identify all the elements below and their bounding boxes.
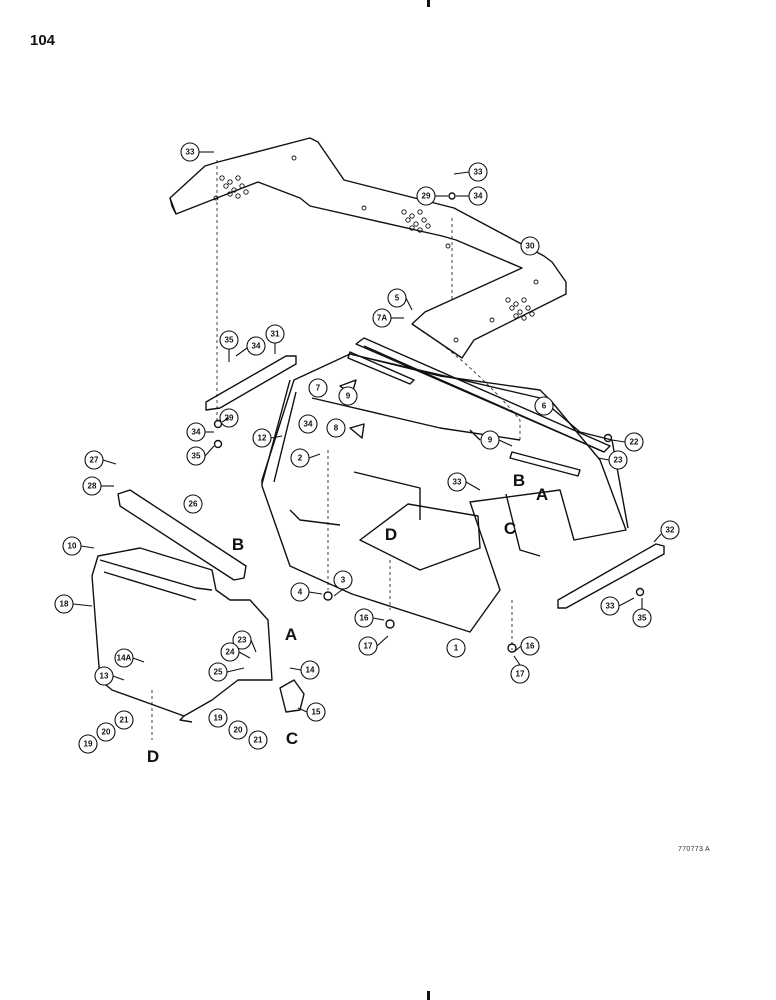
callout-17-a: 17 — [364, 642, 373, 651]
callout-21-a: 21 — [120, 716, 129, 725]
ref-letter-b-bracket: B — [232, 535, 244, 554]
callout-1: 1 — [454, 644, 459, 653]
ref-letter-a-panel: A — [285, 625, 297, 644]
callout-32: 32 — [666, 526, 675, 535]
callout-8: 8 — [334, 424, 339, 433]
bracket-32 — [557, 543, 665, 609]
callout-20-a: 20 — [102, 728, 111, 737]
top-crop-mark — [427, 0, 430, 7]
callout-14a: 14A — [117, 654, 132, 663]
callout-13: 13 — [100, 672, 109, 681]
callout-6: 6 — [542, 402, 547, 411]
callout-21-b: 21 — [254, 736, 263, 745]
callout-17-b: 17 — [516, 670, 525, 679]
callout-2: 2 — [298, 454, 303, 463]
ref-letter-c-frame: C — [504, 519, 516, 538]
ref-letter-d-frame: D — [385, 525, 397, 544]
figure-reference-code: 770773 A — [678, 846, 710, 853]
callout-31: 31 — [271, 330, 280, 339]
callout-34-c: 34 — [192, 428, 201, 437]
callout-33-b: 33 — [474, 168, 483, 177]
callout-23-b: 23 — [238, 636, 247, 645]
callout-7: 7 — [316, 384, 321, 393]
callout-27: 27 — [90, 456, 99, 465]
callout-7a: 7A — [377, 314, 387, 323]
callout-4: 4 — [298, 588, 303, 597]
callout-12: 12 — [258, 434, 267, 443]
ref-letter-d-panel: D — [147, 747, 159, 766]
callout-9-a: 9 — [346, 392, 351, 401]
callout-29-a: 29 — [422, 192, 431, 201]
callout-30: 30 — [526, 242, 535, 251]
callout-35-c: 35 — [638, 614, 647, 623]
callout-28: 28 — [88, 482, 97, 491]
front-panel — [91, 547, 273, 717]
callout-29-b: 29 — [225, 414, 234, 423]
seal-strip-right — [509, 451, 581, 477]
callout-35-b: 35 — [192, 452, 201, 461]
perforations-right — [505, 297, 535, 321]
callout-19-a: 19 — [84, 740, 93, 749]
seal-strip-left — [347, 351, 415, 385]
callout-35-a: 35 — [225, 336, 234, 345]
ref-letter-c-panel: C — [286, 729, 298, 748]
callout-19-b: 19 — [214, 714, 223, 723]
callout-22: 22 — [630, 438, 639, 447]
callout-25: 25 — [214, 668, 223, 677]
bracket-26 — [117, 489, 247, 581]
callout-16-b: 16 — [526, 642, 535, 651]
callout-10: 10 — [68, 542, 77, 551]
perforations-middle — [401, 209, 431, 233]
callout-14: 14 — [306, 666, 315, 675]
callout-16-a: 16 — [360, 614, 369, 623]
callout-24: 24 — [226, 648, 235, 657]
angle-15 — [279, 679, 305, 713]
callout-34-a: 34 — [474, 192, 483, 201]
top-cover-edge — [169, 197, 177, 215]
page-number: 104 — [30, 32, 56, 49]
callout-34-d: 33 — [606, 602, 615, 611]
bracket-31 — [205, 355, 297, 411]
callout-20-b: 20 — [234, 726, 243, 735]
callout-3: 3 — [341, 576, 346, 585]
main-frame — [261, 353, 627, 633]
perforations-left — [219, 175, 249, 199]
callout-33-c: 34 — [304, 420, 313, 429]
callout-9-b: 9 — [488, 436, 493, 445]
cover-holes — [213, 155, 539, 343]
callout-23-a: 23 — [614, 456, 623, 465]
callout-33-d: 33 — [453, 478, 462, 487]
callout-34-b: 34 — [252, 342, 261, 351]
bracket-8 — [349, 423, 365, 439]
callout-5: 5 — [395, 294, 400, 303]
bottom-crop-mark — [427, 991, 430, 1000]
callout-26: 26 — [189, 500, 198, 509]
ref-letter-b-frame: B — [513, 471, 525, 490]
ref-letter-a-frame: A — [536, 485, 548, 504]
top-cover-plate — [169, 137, 567, 359]
callout-18: 18 — [60, 600, 69, 609]
callout-15: 15 — [312, 708, 321, 717]
callout-33-a: 33 — [186, 148, 195, 157]
